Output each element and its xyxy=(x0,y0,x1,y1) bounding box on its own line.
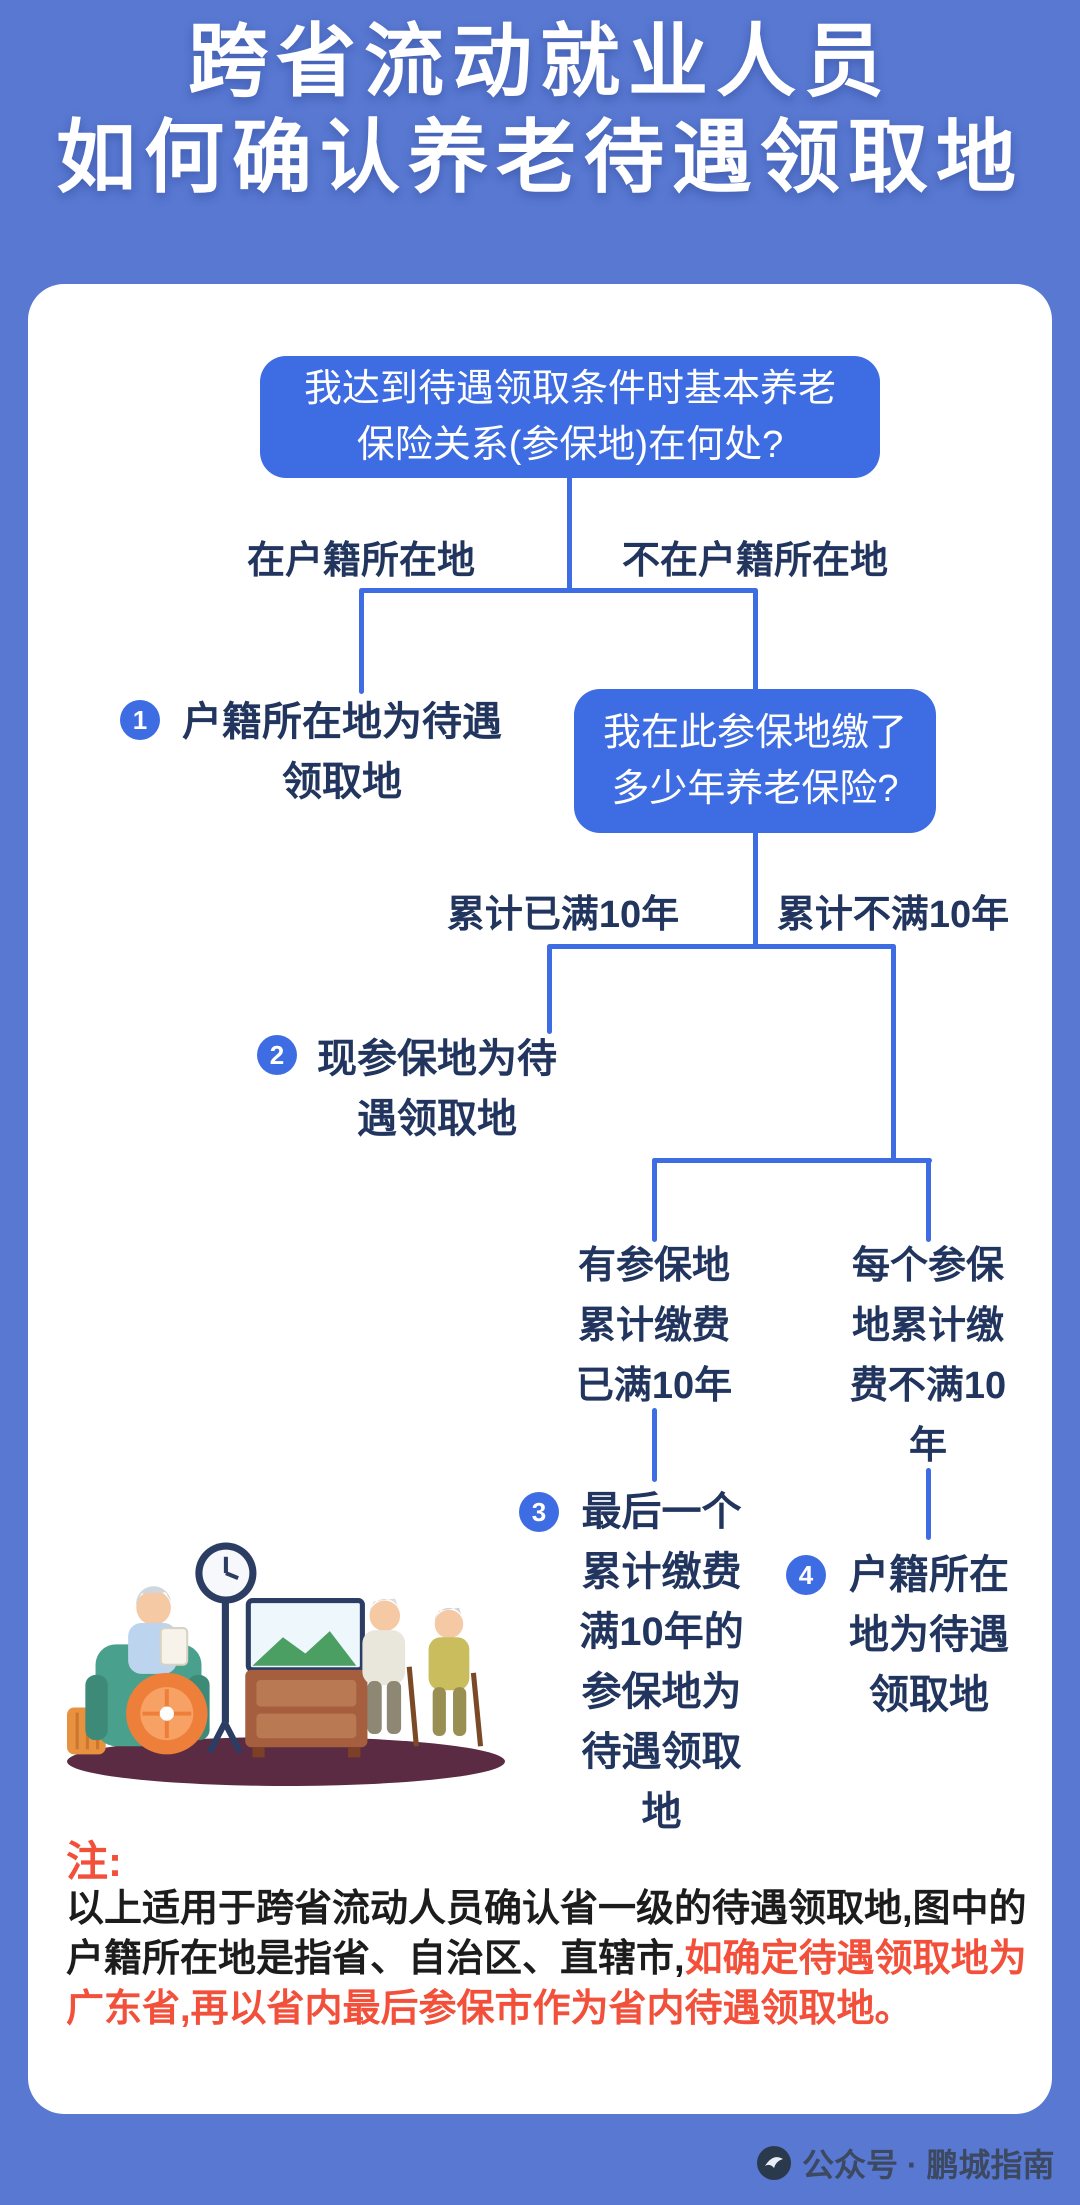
connector-cond4-down xyxy=(926,1468,931,1540)
question-1-line1: 我达到待遇领取条件时基本养老 xyxy=(303,368,836,410)
connector-split1-left xyxy=(359,588,364,694)
connector-split-3 xyxy=(652,1158,932,1163)
result-3-line4: 参保地为 xyxy=(581,1670,742,1714)
question-2-line2: 多少年养老保险? xyxy=(611,768,899,810)
connector-split-2 xyxy=(549,944,895,949)
result-1-line1: 户籍所在地为待遇 xyxy=(182,700,502,744)
note-paragraph: 以上适用于跨省流动人员确认省一级的待遇领取地,图中的户籍所在地是指省、自治区、直… xyxy=(66,1884,1031,2034)
step-1-badge: 1 xyxy=(120,700,160,740)
connector-q2-down xyxy=(753,831,758,946)
question-2-line1: 我在此参保地缴了 xyxy=(602,712,907,754)
result-3-line6: 地 xyxy=(641,1790,682,1834)
page-title-line2: 如何确认养老待遇领取地 xyxy=(56,113,1024,202)
branch-label-not-at-hukou: 不在户籍所在地 xyxy=(621,540,888,582)
clock-illustration xyxy=(195,1542,257,1754)
condition-left-line1: 有参保地 xyxy=(577,1245,730,1287)
watermark-logo-icon xyxy=(756,2145,792,2181)
step-3-badge: 3 xyxy=(519,1492,559,1532)
condition-right-line4: 年 xyxy=(908,1425,947,1467)
connector-split2-right xyxy=(891,944,896,1160)
connector-split2-left xyxy=(547,944,552,1034)
condition-some-place-10y: 有参保地 累计缴费 已满10年 xyxy=(564,1236,744,1416)
result-3-line3: 满10年的 xyxy=(579,1610,744,1654)
header: 跨省流动就业人员 如何确认养老待遇领取地 xyxy=(0,0,1080,206)
watermark-text: 公众号 · 鹏城指南 xyxy=(802,2147,1055,2183)
connector-split1-right xyxy=(753,588,758,691)
connector-split-1 xyxy=(361,588,757,593)
flowchart-card: 我达到待遇领取条件时基本养老 保险关系(参保地)在何处? 在户籍所在地 不在户籍… xyxy=(28,284,1052,2114)
result-4-line3: 领取地 xyxy=(869,1673,989,1717)
result-3: 最后一个 累计缴费 满10年的 参保地为 待遇领取 地 xyxy=(574,1482,749,1842)
connector-split3-left xyxy=(652,1158,657,1242)
question-box-2: 我在此参保地缴了 多少年养老保险? xyxy=(574,689,936,833)
branch-label-10y-not-reached: 累计不满10年 xyxy=(776,894,1010,936)
condition-left-line3: 已满10年 xyxy=(575,1365,733,1407)
walking-elders-illustration xyxy=(362,1598,484,1747)
result-1: 户籍所在地为待遇 领取地 xyxy=(176,692,508,812)
result-2-line1: 现参保地为待 xyxy=(317,1037,557,1081)
connector-split3-right xyxy=(926,1158,931,1242)
condition-right-line2: 地累计缴 xyxy=(851,1305,1004,1347)
page-title-line1: 跨省流动就业人员 xyxy=(188,17,892,106)
result-2-line2: 遇领取地 xyxy=(357,1097,517,1141)
result-3-line2: 累计缴费 xyxy=(581,1550,742,1594)
question-box-1: 我达到待遇领取条件时基本养老 保险关系(参保地)在何处? xyxy=(260,356,880,478)
condition-right-line3: 费不满10 xyxy=(849,1365,1007,1407)
condition-left-line2: 累计缴费 xyxy=(577,1305,730,1347)
result-4: 户籍所在 地为待遇 领取地 xyxy=(840,1545,1018,1725)
watermark: 公众号 · 鹏城指南 xyxy=(756,2140,1054,2186)
result-1-line2: 领取地 xyxy=(282,760,402,804)
note-label: 注: xyxy=(66,1838,122,1885)
condition-right-line1: 每个参保 xyxy=(851,1245,1004,1287)
step-4-badge: 4 xyxy=(786,1555,826,1595)
cabinet-illustration xyxy=(245,1598,368,1758)
note-text-red: 如确定待遇领取地为广东省,再以省内最后参保市作为省内待遇领取地。 xyxy=(66,1938,1027,2030)
result-2: 现参保地为待 遇领取地 xyxy=(316,1029,558,1149)
result-4-line1: 户籍所在 xyxy=(849,1553,1009,1597)
branch-label-at-hukou: 在户籍所在地 xyxy=(246,540,475,582)
elderly-illustration xyxy=(67,1542,505,1786)
result-3-line1: 最后一个 xyxy=(581,1490,742,1534)
connector-q1-down xyxy=(567,476,572,590)
note-text-black: 以上适用于跨省流动人员确认省一级的待遇领取地,图中的户籍所在地是指省、自治区、直… xyxy=(66,1888,1027,1980)
step-2-badge: 2 xyxy=(257,1035,297,1075)
condition-no-place-10y: 每个参保 地累计缴 费不满10 年 xyxy=(838,1236,1018,1476)
result-4-line2: 地为待遇 xyxy=(849,1613,1009,1657)
question-1-line2: 保险关系(参保地)在何处? xyxy=(356,424,784,466)
wheelchair-wheel-illustration xyxy=(126,1672,208,1755)
branch-label-10y-reached: 累计已满10年 xyxy=(446,894,680,936)
connector-cond3-down xyxy=(652,1408,657,1482)
result-3-line5: 待遇领取 xyxy=(581,1730,742,1774)
